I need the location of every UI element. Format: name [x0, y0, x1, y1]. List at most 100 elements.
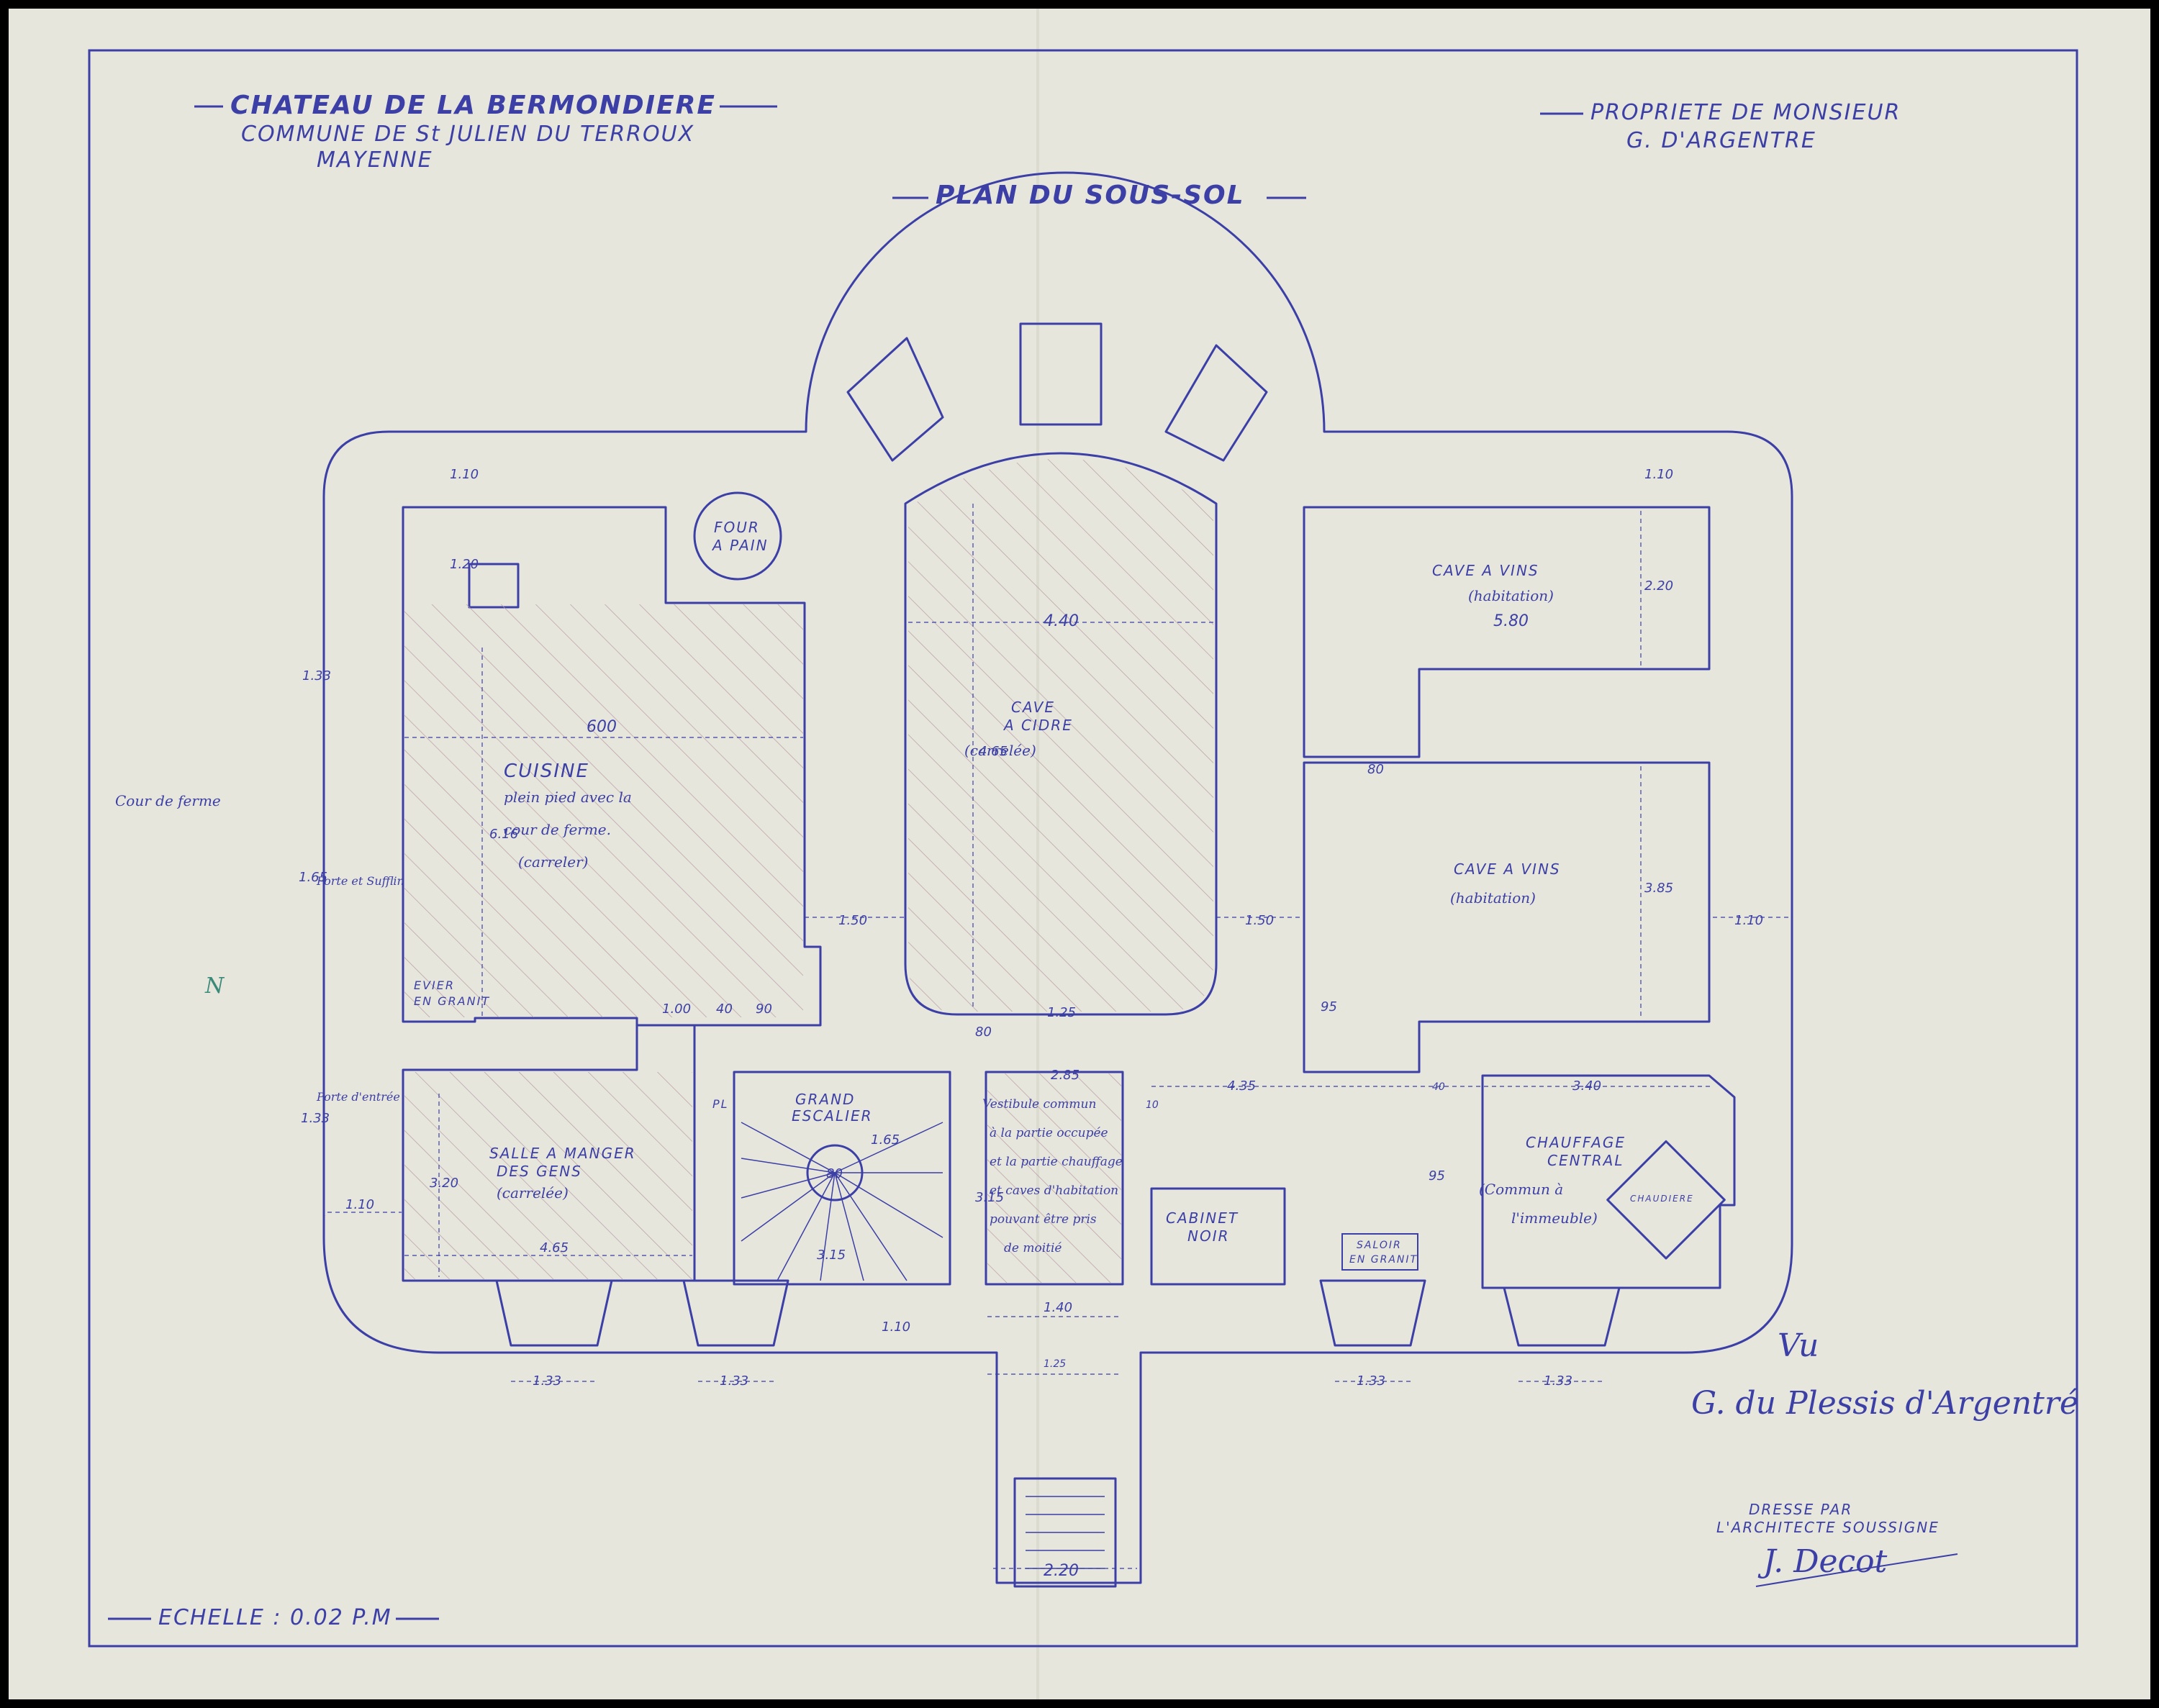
cuisine-note-3: (carreler): [518, 853, 588, 871]
chauffage-note-2: l'immeuble): [1511, 1209, 1598, 1227]
owner-signature: G. du Plessis d'Argentré: [1691, 1385, 2078, 1422]
cave-vins-1-label: CAVE A VINS: [1432, 562, 1539, 579]
cuisine-note-1: plein pied avec la: [504, 789, 632, 806]
chaudiere-box: [1606, 1140, 1726, 1260]
dimension-labels: 1.10 1.20 1.33 600 6.16 1.65 1.33 1.00 4…: [299, 467, 1763, 1580]
four-a-pain: [693, 491, 782, 581]
dim-110e: 1.10: [882, 1319, 910, 1335]
dim-133l: 1.33: [302, 668, 331, 683]
cabinet-label-1: CABINET: [1166, 1209, 1239, 1227]
salle-manger-hatch: [404, 1072, 692, 1279]
dim-435: 4.35: [1227, 1078, 1256, 1094]
dim-90: 90: [756, 1001, 772, 1017]
hatch-areas: [404, 458, 1213, 1283]
north-mark: N: [204, 973, 225, 999]
salle-note: (carrelée): [497, 1184, 569, 1201]
title-block: CHATEAU DE LA BERMONDIERE COMMUNE DE St …: [194, 91, 1901, 210]
dim-40b: 40: [1432, 1081, 1445, 1093]
dim-465c: 4.65: [979, 744, 1008, 759]
cave-cidre-label-2: A CIDRE: [1002, 717, 1073, 734]
dim-125: 1.25: [1047, 1005, 1076, 1020]
cave-cidre-hatch: [908, 458, 1213, 1012]
dim-80a: 80: [1367, 762, 1384, 777]
dim-600: 600: [587, 718, 617, 736]
dim-133d: 1.33: [1544, 1373, 1572, 1389]
signature-block: Vu G. du Plessis d'Argentré DRESSE PAR L…: [1691, 1327, 2078, 1587]
title-chateau: CHATEAU DE LA BERMONDIERE: [230, 91, 716, 120]
dim-133c: 1.33: [1357, 1373, 1385, 1389]
dim-465s: 4.65: [540, 1240, 569, 1255]
escalier-label-2: ESCALIER: [792, 1107, 873, 1125]
vault-window-left: [846, 337, 944, 462]
cave-vins-1-walls: [1303, 506, 1711, 758]
dim-133a: 1.33: [533, 1373, 561, 1389]
cave-cidre-note: (carrelée): [964, 742, 1036, 759]
cuisine-note-2: cour de ferme.: [504, 821, 611, 838]
vestibule-note-1: Vestibule commun: [982, 1097, 1096, 1112]
chauffage-label-1: CHAUFFAGE: [1526, 1134, 1626, 1151]
outer-wall: [322, 171, 1793, 1584]
cave-vins-1-note: (habitation): [1468, 587, 1554, 604]
vault-window-center: [1019, 322, 1103, 426]
cabinet-label-2: NOIR: [1187, 1227, 1230, 1245]
dim-95a: 95: [1321, 999, 1337, 1014]
dim-110a: 1.10: [450, 467, 479, 482]
dim-616: 6.16: [489, 827, 518, 842]
owner-line-1: PROPRIETE DE MONSIEUR: [1590, 100, 1901, 125]
window-bottom-1: [495, 1279, 613, 1347]
dresse-line-1: DRESSE PAR: [1749, 1501, 1852, 1518]
walls: [322, 171, 1793, 1588]
cave-cidre-label-1: CAVE: [1011, 699, 1055, 716]
dim-165e: 1.65: [871, 1132, 900, 1148]
room-labels: FOUR A PAIN CUISINE plein pied avec la c…: [414, 519, 1694, 1271]
escalier-label-1: GRAND: [795, 1091, 855, 1108]
dim-315b: 3.15: [817, 1248, 846, 1263]
four-label-1: FOUR: [714, 519, 760, 536]
title-mayenne: MAYENNE: [317, 147, 433, 173]
title-commune: COMMUNE DE St JULIEN DU TERROUX: [241, 122, 694, 147]
vestibule-note-6: de moitié: [1004, 1241, 1062, 1255]
scale-note: ECHELLE : 0.02 P.M: [108, 1605, 439, 1630]
dim-133w: 1.33: [301, 1111, 330, 1126]
cave-cidre-walls: [904, 452, 1218, 1016]
plan-title: PLAN DU SOUS-SOL: [936, 181, 1245, 210]
dim-110b: 1.10: [1644, 467, 1673, 482]
dim-440: 4.40: [1044, 612, 1079, 630]
chauffage-label-2: CENTRAL: [1547, 1152, 1624, 1169]
dim-220: 2.20: [1644, 578, 1673, 594]
cour-ferme-note: Cour de ferme: [115, 792, 221, 809]
vestibule-note-5: pouvant être pris: [990, 1212, 1097, 1227]
dim-285: 2.85: [1051, 1068, 1080, 1083]
chaudiere-label: CHAUDIERE: [1630, 1194, 1694, 1204]
dim-150a: 1.50: [838, 913, 867, 928]
dim-80c: 80: [826, 1166, 843, 1181]
salle-label-1: SALLE A MANGER: [489, 1145, 636, 1162]
window-bottom-2: [682, 1279, 789, 1347]
pl-label: PL: [712, 1097, 729, 1111]
dim-580: 5.80: [1493, 612, 1529, 630]
cave-vins-2-note: (habitation): [1450, 889, 1536, 907]
dim-40: 40: [716, 1001, 733, 1017]
dim-10: 10: [1146, 1099, 1159, 1111]
dim-165l: 1.65: [299, 870, 327, 885]
cuisine-label: CUISINE: [504, 760, 589, 782]
dim-140: 1.40: [1044, 1300, 1072, 1315]
dim-220b: 2.20: [1044, 1562, 1079, 1580]
cave-vins-2-walls: [1303, 761, 1711, 1073]
dim-320: 3.20: [430, 1176, 458, 1191]
escalier-walls: [733, 1071, 951, 1286]
salle-manger-walls: [402, 1024, 696, 1282]
dresse-line-2: L'ARCHITECTE SOUSSIGNE: [1716, 1519, 1940, 1536]
vestibule-note-4: et caves d'habitation: [990, 1184, 1118, 1198]
owner-line-2: G. D'ARGENTRE: [1626, 128, 1816, 153]
architect-flourish: [1755, 1553, 1958, 1587]
dim-385: 3.85: [1644, 881, 1673, 896]
dim-80b: 80: [975, 1025, 992, 1040]
evier-label-1: EVIER: [414, 978, 455, 992]
window-bottom-4: [1503, 1286, 1621, 1347]
dim-125b: 1.25: [1044, 1358, 1066, 1370]
architect-signature: J. Decot: [1757, 1543, 1888, 1580]
cave-vins-2-label: CAVE A VINS: [1454, 860, 1561, 878]
dim-110c: 1.10: [1734, 913, 1763, 928]
